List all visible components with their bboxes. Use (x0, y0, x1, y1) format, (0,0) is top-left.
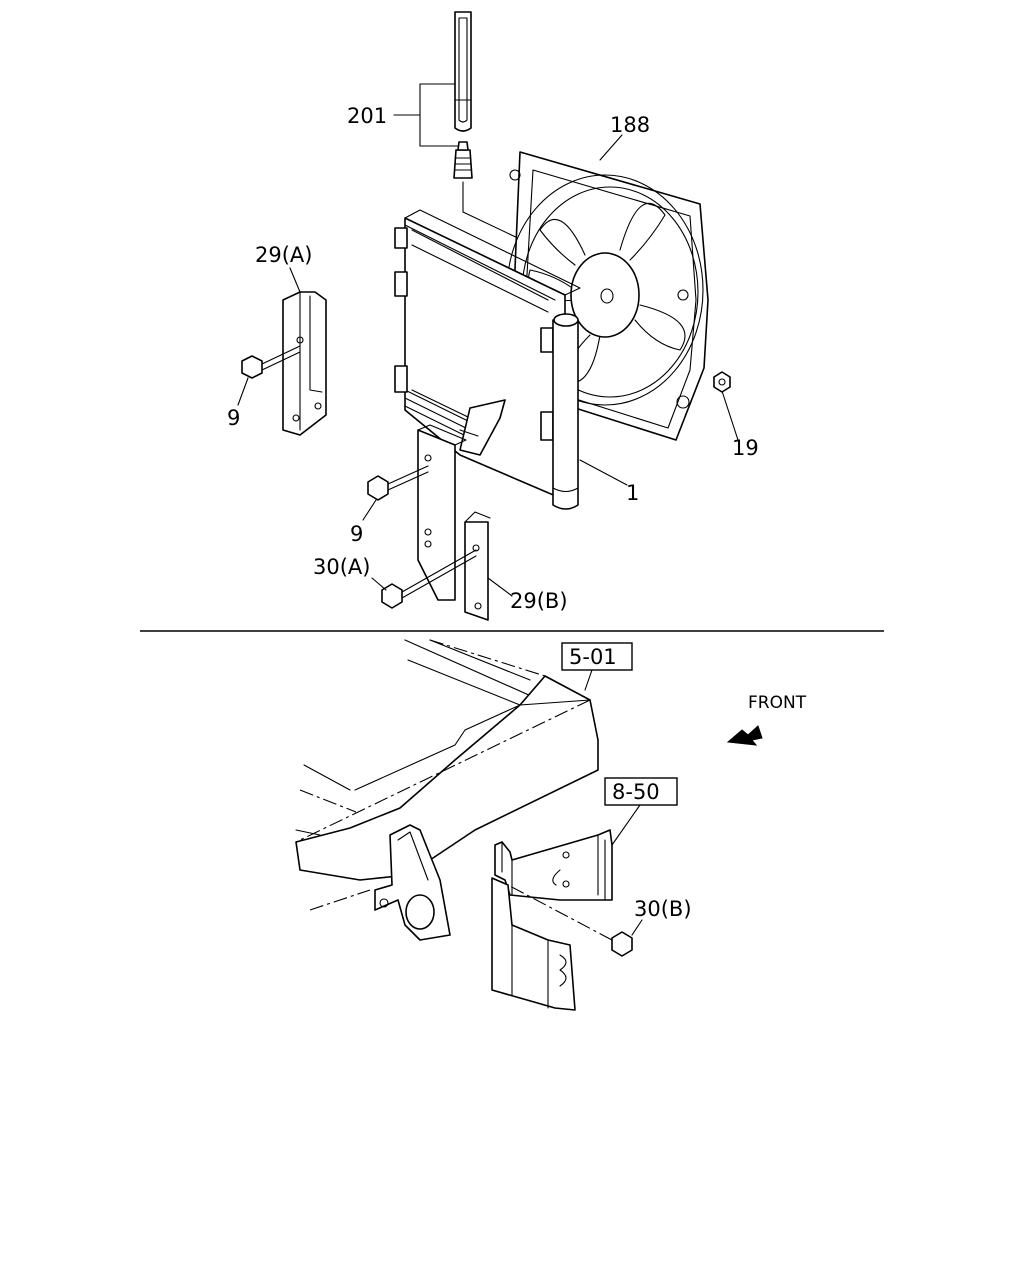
label-29a: 29(A) (255, 243, 312, 267)
label-201: 201 (347, 104, 387, 128)
bolt-9-upper (241, 345, 301, 379)
part-29a-bracket (282, 291, 327, 436)
svg-text:5-01: 5-01 (569, 645, 617, 669)
bolt-9-middle (367, 465, 429, 501)
part-1-condenser (394, 209, 581, 510)
label-19: 19 (732, 436, 759, 460)
label-29b: 29(B) (510, 589, 568, 613)
label-30b: 30(B) (634, 897, 692, 921)
bracket-8-50 (491, 829, 613, 1011)
svg-text:8-50: 8-50 (612, 780, 660, 804)
frame-hanger (374, 824, 451, 941)
label-9-upper: 9 (227, 406, 240, 430)
part-201-label-sheet (454, 11, 472, 132)
ref-box-5-01[interactable]: 5-01 (561, 642, 633, 671)
ref-box-8-50[interactable]: 8-50 (604, 777, 678, 806)
front-label: FRONT (748, 693, 807, 713)
bolt-30a (381, 549, 477, 609)
label-9-middle: 9 (350, 522, 363, 546)
label-188: 188 (610, 113, 650, 137)
part-19-nut (713, 371, 731, 393)
label-30a: 30(A) (313, 555, 370, 579)
front-arrow-icon (726, 725, 763, 746)
bolt-30b (507, 884, 633, 957)
part-201-plug (453, 141, 473, 179)
label-1: 1 (626, 481, 639, 505)
